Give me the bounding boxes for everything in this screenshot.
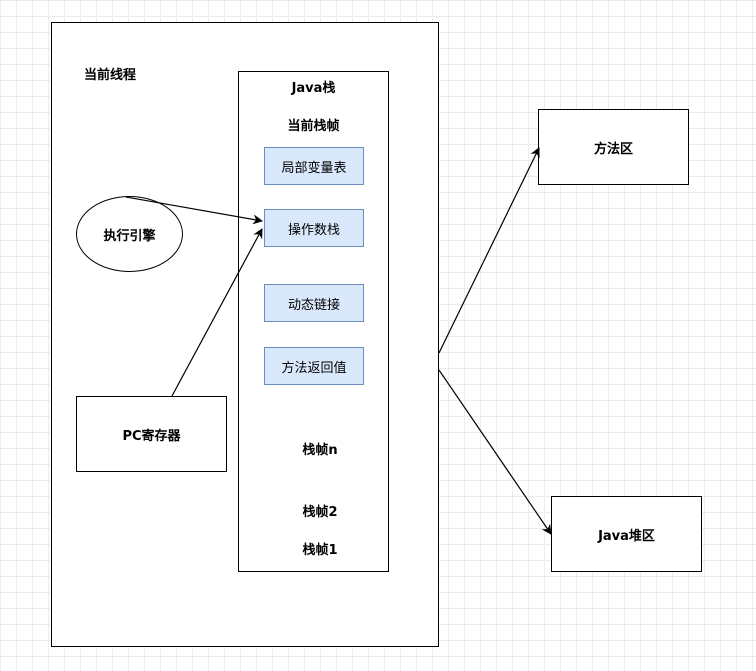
current-thread-title: 当前线程: [84, 68, 137, 83]
execution-engine-node: 执行引擎: [76, 196, 183, 272]
local-variables-table: 局部变量表: [264, 147, 364, 185]
execution-engine-label: 执行引擎: [103, 228, 156, 244]
pc-register-label: PC寄存器: [122, 428, 181, 444]
frame-1-label: 栈帧1: [302, 543, 338, 558]
thread-to-method-area-arrow: [438, 147, 540, 354]
pc-register-node: PC寄存器: [76, 396, 227, 472]
thread-to-java-heap-arrow: [438, 369, 552, 535]
method-area-label: 方法区: [593, 141, 633, 157]
java-stack-title: Java栈: [291, 81, 336, 96]
engine-to-operand-stack-arrow: [125, 196, 263, 225]
pc-register-to-operand-stack-arrow: [171, 228, 263, 397]
dynamic-linking: 动态链接: [264, 284, 364, 322]
frame-n-label: 栈帧n: [302, 443, 338, 458]
method-return-value: 方法返回值: [264, 347, 364, 385]
method-area-node: 方法区: [538, 109, 689, 185]
current-frame-label: 当前栈帧: [287, 119, 340, 134]
operand-stack: 操作数栈: [264, 209, 364, 247]
frame-2-label: 栈帧2: [302, 505, 338, 520]
java-heap-node: Java堆区: [551, 496, 702, 572]
java-heap-label: Java堆区: [598, 528, 655, 544]
